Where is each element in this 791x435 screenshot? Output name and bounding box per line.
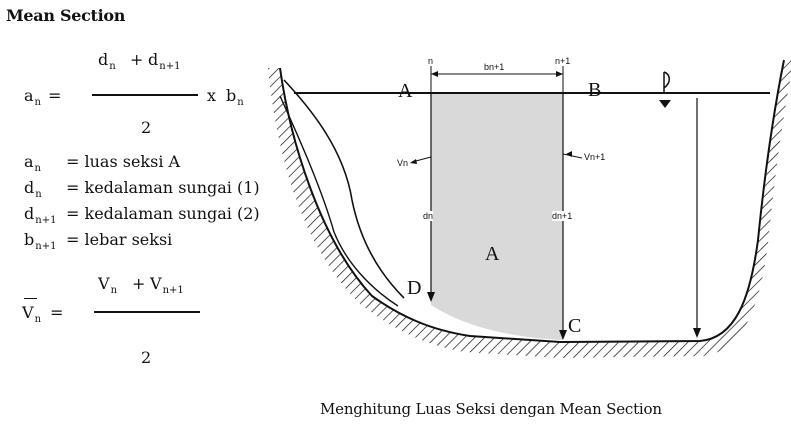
definition-text: = kedalaman sungai (1) <box>66 178 260 197</box>
width-label: bn+1 <box>484 62 505 72</box>
riverbed-hatching <box>268 60 791 358</box>
page-title: Mean Section <box>6 6 126 25</box>
area-formula-fraction-bar <box>92 94 198 96</box>
velocity-formula-lhs: Vn <box>22 303 42 325</box>
area-label: A <box>485 243 500 265</box>
point-d-label: D <box>407 277 422 299</box>
definition-symbol: dn <box>24 178 42 200</box>
riverbed-outline <box>279 59 785 344</box>
area-formula-times: x <box>207 86 217 105</box>
definition-symbol: an <box>24 152 41 174</box>
water-level-icon <box>663 71 670 94</box>
velocity-arrow-right <box>562 153 583 159</box>
depth-arrowhead-left <box>427 292 435 302</box>
left-bank-stroke <box>279 95 399 307</box>
depth-label-left: dn <box>423 211 434 221</box>
velocity-arrowhead-left <box>410 159 417 164</box>
velocity-formula-numerator-b: Vn+1 <box>150 274 184 296</box>
velocity-formula-plus: + <box>132 274 146 293</box>
diagram-caption: Menghitung Luas Seksi dengan Mean Sectio… <box>320 400 662 418</box>
velocity-label-left: Vn <box>397 158 409 168</box>
left-bank-stroke <box>283 79 405 299</box>
area-formula-numerator-b: dn+1 <box>148 50 181 72</box>
definition-text: = luas seksi A <box>66 152 181 171</box>
velocity-formula-equals: = <box>50 303 64 322</box>
point-b-label: B <box>588 79 602 101</box>
area-formula-denominator: 2 <box>141 118 152 137</box>
definition-symbol: bn+1 <box>24 230 57 252</box>
velocity-overbar <box>24 298 37 300</box>
definition-symbol: dn+1 <box>24 204 57 226</box>
velocity-formula-denominator: 2 <box>141 348 152 367</box>
definition-text: = kedalaman sungai (2) <box>66 204 260 223</box>
depth-label-right: dn+1 <box>552 211 573 221</box>
top-right-mark: n+1 <box>555 56 571 66</box>
velocity-label-right: Vn+1 <box>584 152 606 162</box>
area-formula-multiplier: bn <box>226 86 244 108</box>
definition-text: = lebar seksi <box>66 230 173 249</box>
velocity-arrowhead-right <box>566 151 572 157</box>
water-level-triangle-icon <box>659 100 671 108</box>
point-c-label: C <box>568 315 582 337</box>
velocity-formula-numerator-a: Vn <box>98 274 118 296</box>
area-formula-lhs: an <box>24 86 41 108</box>
point-a-label: A <box>398 80 413 102</box>
depth-arrowhead-far <box>693 328 701 338</box>
section-area-shading <box>431 93 563 340</box>
area-formula-equals: = <box>48 86 62 105</box>
area-formula-plus: + <box>130 50 144 69</box>
top-left-mark: n <box>428 56 434 66</box>
area-formula-numerator-a: dn <box>98 50 116 72</box>
velocity-formula-fraction-bar <box>94 311 200 313</box>
depth-arrowhead-right <box>559 330 567 340</box>
